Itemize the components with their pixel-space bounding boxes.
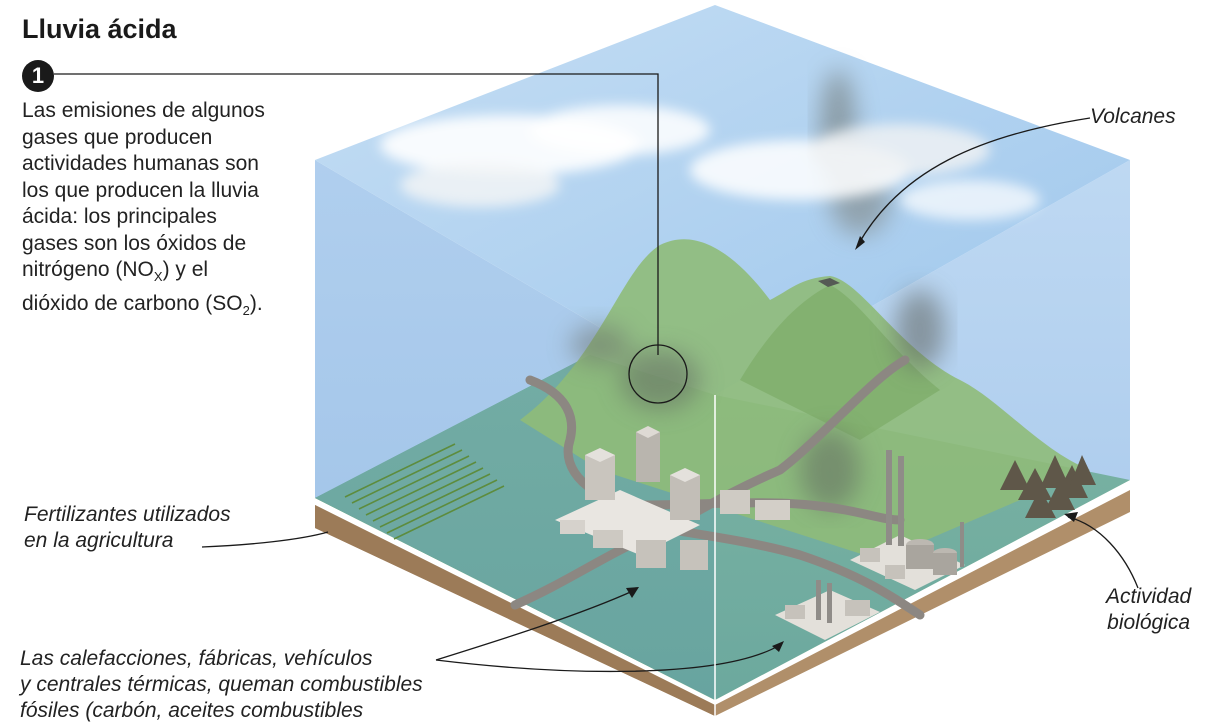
volcano-crater [818, 278, 840, 287]
label-combustibles: Las calefacciones, fábricas, vehículos y… [20, 646, 423, 724]
label-line: Las calefacciones, fábricas, vehículos [20, 647, 373, 670]
pollution-haze [570, 325, 860, 510]
intro-line: actividades humanas son [22, 152, 259, 175]
label-fertilizantes: Fertilizantes utilizados en la agricultu… [24, 502, 231, 554]
label-line: biológica [1107, 611, 1191, 634]
intro-line: gases que producen [22, 125, 213, 149]
forest [1000, 455, 1096, 518]
subscript-2: 2 [242, 302, 250, 318]
intro-line: ácida: los principales [22, 205, 217, 228]
clouds [380, 105, 1040, 220]
label-line: en la agricultura [24, 529, 174, 552]
intro-line: nitrógeno (NOX) y el [22, 257, 322, 291]
label-volcanes: Volcanes [1090, 105, 1176, 128]
intro-line: gases son los óxidos de [22, 231, 247, 255]
page-title: Lluvia ácida [22, 14, 177, 44]
factory [775, 580, 880, 640]
label-line: Actividad [1106, 585, 1192, 608]
intro-line: Las emisiones de algunos [22, 99, 265, 122]
label-line: Fertilizantes utilizados [24, 503, 231, 526]
city [555, 426, 790, 570]
intro-text: dióxido de carbono (SO [22, 291, 243, 315]
soil-layer [315, 490, 1130, 716]
farm-field [344, 443, 505, 540]
power-plant [850, 450, 965, 590]
mountains [520, 239, 1090, 560]
intro-line: dióxido de carbono (SO2). [22, 291, 322, 325]
label-line: y centrales térmicas, queman combustible… [20, 673, 423, 696]
arrowheads [626, 236, 1078, 652]
intro-text: ). [249, 291, 263, 315]
label-line: fósiles (carbón, aceites combustibles [20, 699, 364, 722]
pointer-lines [54, 73, 1139, 673]
intro-text: ) y el [162, 258, 209, 281]
label-actividad-biologica: Actividad biológica [1106, 584, 1191, 636]
intro-paragraph: Las emisiones de algunos gases que produ… [22, 98, 322, 324]
intro-line: los que producen la lluvia [22, 178, 259, 202]
intro-text: nitrógeno (NO [22, 258, 154, 281]
subscript-x: X [153, 269, 163, 285]
step-number-badge: 1 [22, 60, 54, 92]
